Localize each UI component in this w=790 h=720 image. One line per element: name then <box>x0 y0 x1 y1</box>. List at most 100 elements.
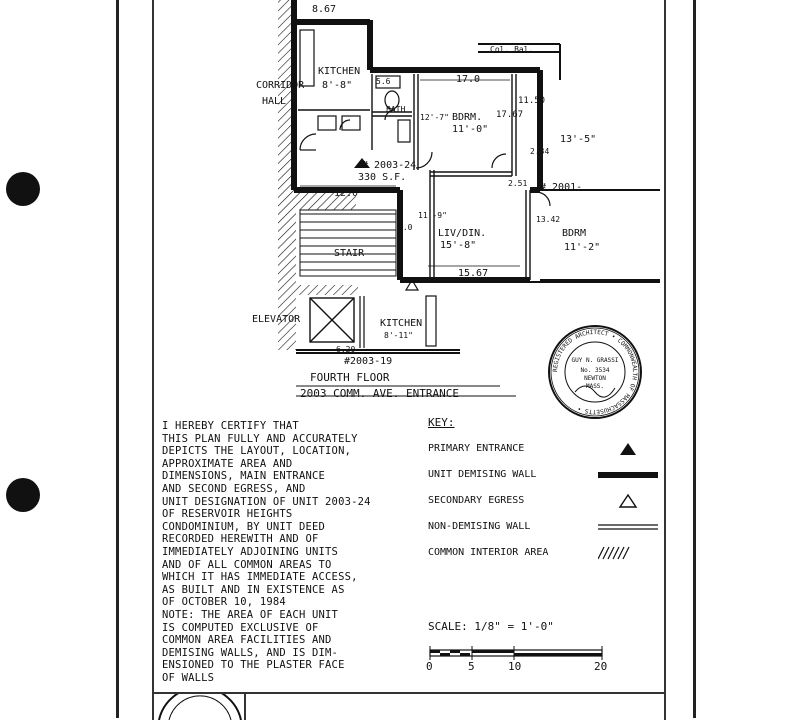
signature-scribble <box>574 385 616 398</box>
dim-12-0: 12.0 <box>334 188 359 199</box>
outer-frame <box>116 0 696 718</box>
room-bath: BATH <box>386 105 406 114</box>
stair-hatch <box>296 190 356 210</box>
scale-tick-5: 5 <box>468 660 475 673</box>
hatch-icon <box>597 545 658 564</box>
demising-walls <box>291 0 543 283</box>
cert-line: COMMON AREA FACILITIES AND <box>162 634 332 647</box>
cert-line: DIMENSIONS, MAIN ENTRANCE <box>162 470 326 483</box>
room-liv-din-dim: 15'-8" <box>440 240 477 251</box>
dim-13-42: 13.42 <box>536 215 561 224</box>
legend-label: SECONDARY EGRESS <box>428 495 525 506</box>
dim-15-67: 15.67 <box>458 268 489 279</box>
scale-tick-20: 20 <box>594 660 608 673</box>
binder-hole-top <box>6 172 40 206</box>
room-bdrm-dim: 11'-0" <box>452 124 489 135</box>
cert-line: APPROXIMATE AREA AND <box>162 457 293 470</box>
cert-line: OF RESERVOIR HEIGHTS <box>162 508 293 521</box>
legend-label: COMMON INTERIOR AREA <box>428 547 549 558</box>
legend-item-secondary-egress: SECONDARY EGRESS <box>428 493 658 521</box>
unit-main-number: # 2003-24 <box>362 160 417 171</box>
elevator-lobby-hatch <box>296 285 358 295</box>
dim-6-20: 6.20 <box>336 345 356 354</box>
unit-2003-bottom: #2003-19 <box>344 356 393 367</box>
dim-2-34: 2.34 <box>530 147 550 156</box>
room-stair: STAIR <box>334 248 365 259</box>
floor-title: FOURTH FLOOR <box>310 371 390 384</box>
filled-triangle-icon <box>598 441 658 460</box>
kitchen-fixtures-top <box>299 29 411 143</box>
scale-tick-0: 0 <box>426 660 433 673</box>
thick-line-icon <box>598 467 658 486</box>
inner-frame <box>152 0 666 720</box>
label-elevator: ELEVATOR <box>252 314 301 325</box>
stair-treads <box>299 209 397 277</box>
legend-label: PRIMARY ENTRANCE <box>428 443 525 454</box>
secondary-egress-icon <box>404 278 420 291</box>
cert-line: DEMISING WALLS, AND IS DIM- <box>162 646 339 659</box>
scale-label: SCALE: 1/8" = 1'-0" <box>428 620 554 633</box>
title-block-separator <box>244 694 246 720</box>
legend-item-common-area: COMMON INTERIOR AREA <box>428 545 658 573</box>
room-bdrm-east-dim: 11'-2" <box>564 242 601 253</box>
unit-2001: # 2001- <box>540 182 583 193</box>
scale-tick-10: 10 <box>508 660 522 673</box>
certification-text: I HEREBY CERTIFY THAT THIS PLAN FULLY AN… <box>162 420 412 684</box>
unit-main-area: 330 S.F. <box>358 172 407 183</box>
room-kitchen-bottom: KITCHEN <box>380 318 423 329</box>
cert-line: AND OF ALL COMMON AREAS TO <box>162 558 332 571</box>
cert-line: NOTE: THE AREA OF EACH UNIT <box>162 608 339 621</box>
partial-seal-bottom <box>158 694 242 720</box>
room-liv-din: LIV/DIN. <box>438 228 487 239</box>
dim-13-5: 13'-5" <box>560 134 597 145</box>
seal-state: MASS. <box>586 383 604 390</box>
primary-entrance-icon <box>354 158 370 168</box>
room-bdrm-east: BDRM <box>562 228 587 239</box>
label-corridor: CORRIDOR <box>256 80 305 91</box>
dim-5-6: 5.6 <box>376 77 391 86</box>
cert-line: UNIT DESIGNATION OF UNIT 2003-24 <box>162 495 371 508</box>
floor-subtitle: 2003 COMM. AVE. ENTRANCE <box>300 387 459 400</box>
legend-label: UNIT DEMISING WALL <box>428 469 537 480</box>
scale-bar <box>429 646 603 660</box>
dim-12-7: 12'-7" <box>420 113 449 122</box>
non-demising-walls <box>298 74 531 280</box>
dim-11-9: 11'-9" <box>418 211 447 220</box>
cert-line: IMMEDIATELY ADJOINING UNITS <box>162 545 339 558</box>
room-kitchen-bottom-dim: 8'-11" <box>384 331 413 340</box>
legend-item-non-demising-wall: NON-DEMISING WALL <box>428 521 658 547</box>
cert-line: IS COMPUTED EXCLUSIVE OF <box>162 621 319 634</box>
open-triangle-icon <box>598 493 658 512</box>
cert-line: CONDOMINIUM, BY UNIT DEED <box>162 520 326 533</box>
exterior-walls <box>296 43 660 354</box>
room-kitchen-top-dim: 8'-8" <box>322 80 353 91</box>
kitchen-fixtures-bottom <box>359 295 437 348</box>
binder-hole-bottom <box>6 478 40 512</box>
door-swings <box>299 109 551 207</box>
cert-line: OF OCTOBER 10, 1984 <box>162 596 286 609</box>
seal-city: NEWTON <box>584 375 606 382</box>
dim-17-67: 17.67 <box>496 110 524 120</box>
dim-9-0: 9.0 <box>398 223 413 232</box>
seal-number: No. 3534 <box>581 367 610 374</box>
cert-line: RECORDED HEREWITH AND OF <box>162 533 319 546</box>
legend: KEY: PRIMARY ENTRANCE UNIT DEMISING WALL… <box>428 416 658 573</box>
cert-line: WHICH IT HAS IMMEDIATE ACCESS, <box>162 571 358 584</box>
architect-seal: REGISTERED ARCHITECT • COMMONWEALTH OF M… <box>548 325 642 419</box>
dim-17-0: 17.0 <box>456 74 481 85</box>
legend-label: NON-DEMISING WALL <box>428 521 531 532</box>
cert-line: OF WALLS <box>162 671 215 684</box>
dim-2-51: 2.51 <box>508 179 528 188</box>
floor-plan <box>278 0 660 397</box>
label-hall: HALL <box>262 96 287 107</box>
dim-top: 8.67 <box>312 4 337 15</box>
double-line-icon <box>598 519 658 538</box>
title-block-divider <box>152 692 664 694</box>
cert-line: AND SECOND EGRESS, AND <box>162 482 306 495</box>
room-kitchen-top: KITCHEN <box>318 66 361 77</box>
cert-line: THIS PLAN FULLY AND ACCURATELY <box>162 432 358 445</box>
legend-title: KEY: <box>428 416 455 429</box>
cert-line: AS BUILT AND IN EXISTENCE AS <box>162 583 345 596</box>
dimension-lines <box>300 79 520 267</box>
